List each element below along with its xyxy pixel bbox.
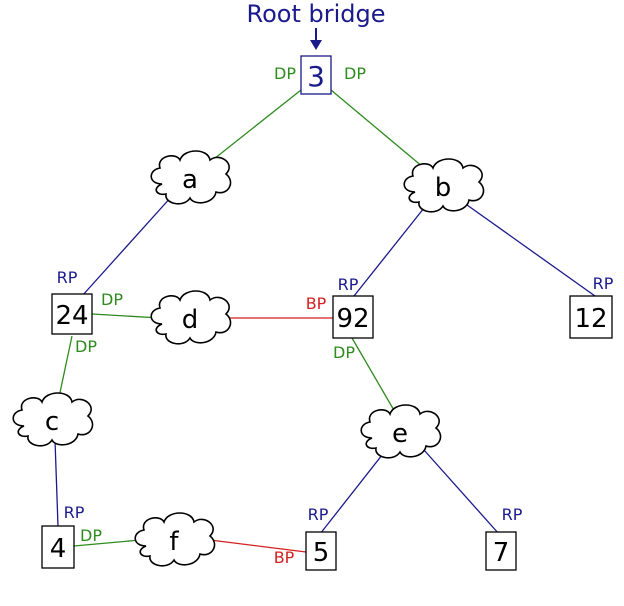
bridge-4-id: 4 <box>50 534 67 564</box>
segment-a: a <box>150 150 232 205</box>
segment-e-label: e <box>392 419 408 449</box>
segment-b: b <box>403 158 485 213</box>
port-label-24-right: DP <box>101 290 123 309</box>
link-24-c <box>57 335 73 403</box>
bridge-7-id: 7 <box>493 538 510 568</box>
segment-f-label: f <box>169 527 179 557</box>
port-label-92-bottom: DP <box>333 343 355 362</box>
port-label-92-top: RP <box>338 275 359 294</box>
link-c-4 <box>54 439 59 527</box>
port-label-7-top: RP <box>502 505 523 524</box>
link-92-e <box>351 337 396 413</box>
link-e-7 <box>423 449 500 535</box>
bridge-4: 4 <box>41 525 75 569</box>
bridge-92: 92 <box>332 295 374 339</box>
bridge-24: 24 <box>51 293 93 335</box>
links-layer <box>54 89 596 553</box>
segment-d: d <box>150 290 232 345</box>
segment-a-label: a <box>182 165 198 195</box>
bridge-3-id: 3 <box>307 60 325 93</box>
link-24-d <box>91 313 161 319</box>
segment-c: c <box>12 392 94 447</box>
link-a-24 <box>81 195 173 297</box>
segment-d-label: d <box>182 305 199 335</box>
link-e-5 <box>319 449 387 535</box>
port-label-4-right: DP <box>80 526 102 545</box>
bridge-92-id: 92 <box>336 304 369 334</box>
bridge-12: 12 <box>569 295 613 339</box>
segment-b-label: b <box>435 173 452 203</box>
port-label-3-right: DP <box>344 64 366 83</box>
link-b-12 <box>459 199 596 297</box>
link-b-92 <box>353 202 429 297</box>
bridge-5-id: 5 <box>313 538 330 568</box>
bridge-5: 5 <box>305 531 337 571</box>
bridge-7: 7 <box>485 531 517 571</box>
port-label-12-top: RP <box>593 274 614 293</box>
root-bridge-title: Root bridge <box>246 0 385 28</box>
segment-e: e <box>360 404 442 459</box>
port-labels: DP DP RP DP DP RP BP DP RP RP DP RP BP R… <box>57 64 614 567</box>
link-4-f <box>73 539 141 547</box>
segment-f: f <box>134 512 216 567</box>
port-label-3-left: DP <box>274 64 296 83</box>
port-label-24-bottom: DP <box>75 337 97 356</box>
port-label-4-top: RP <box>64 503 85 522</box>
bridge-12-id: 12 <box>574 304 607 334</box>
segment-c-label: c <box>45 407 59 437</box>
port-label-24-top: RP <box>57 268 78 287</box>
port-label-5-left: BP <box>274 548 295 567</box>
port-label-5-top: RP <box>308 505 329 524</box>
root-bridge-arrow <box>310 28 322 50</box>
port-label-92-left: BP <box>306 294 327 313</box>
link-f-5 <box>209 539 307 553</box>
bridge-24-id: 24 <box>55 301 88 331</box>
bridge-3: 3 <box>300 55 332 95</box>
